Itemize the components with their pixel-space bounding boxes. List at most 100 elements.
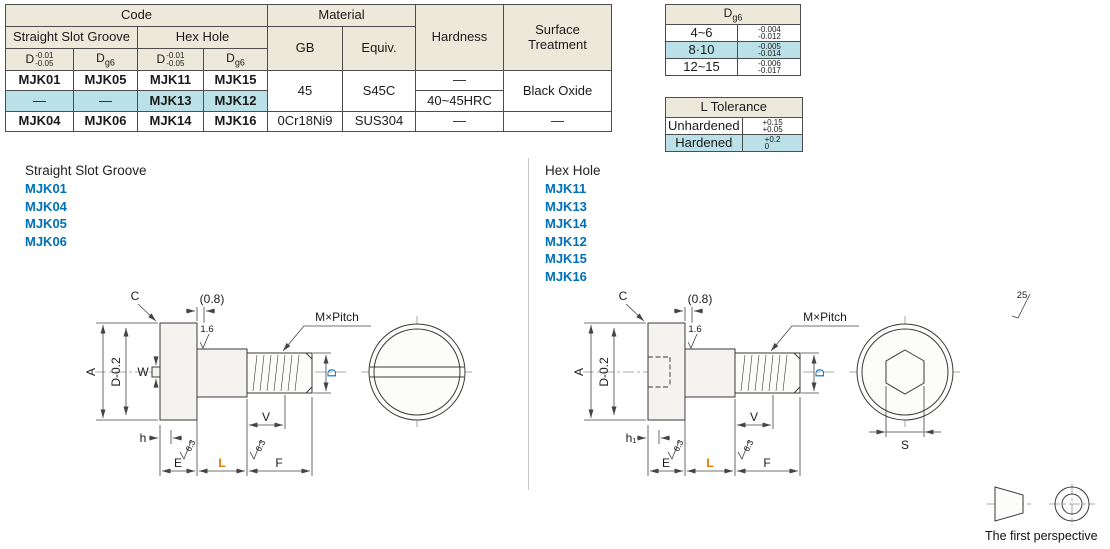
dim-f-label: F	[275, 456, 282, 470]
dim-a-label: A	[84, 368, 98, 376]
surface-treatment-header: Surface Treatment	[503, 4, 612, 71]
dim-v-label: V	[262, 410, 270, 424]
equiv-cell: SUS304	[342, 111, 416, 132]
roughness-63-label: 6.3	[253, 438, 268, 453]
code-item: MJK04	[25, 198, 67, 214]
equiv-cell: S45C	[342, 70, 416, 112]
size-cell: 8·10	[665, 41, 738, 59]
d-tolerance-header: D-0.01-0.05	[5, 48, 74, 71]
part-outline	[647, 322, 954, 421]
table-row: MJK04 MJK06 MJK14 MJK16 0Cr18Ni9 SUS304 …	[5, 111, 612, 132]
table-row: Unhardened +0.15+0.05	[665, 117, 803, 135]
table-row: Straight Slot Groove Hex Hole GB Equiv.	[5, 26, 612, 71]
dg6-table: Dg6 4~6 -0.004-0.012 8·10 -0.005-0.014 1…	[665, 4, 801, 76]
hex-socket	[885, 349, 925, 395]
dim-e-label: E	[174, 456, 182, 470]
dg6-header: Dg6	[203, 48, 268, 71]
code-item: MJK05	[25, 216, 67, 231]
code-item: MJK06	[25, 233, 67, 249]
code-cell: MJK04	[5, 111, 74, 132]
roughness-63-label: 6.3	[671, 438, 686, 453]
table-row: Code Material Hardness Surface Treatment	[5, 4, 612, 71]
dim-c-label: C	[131, 289, 140, 303]
dim-s-label: S	[901, 438, 909, 452]
dim-e-label: E	[662, 456, 670, 470]
roughness-16-label: 1.6	[200, 324, 213, 335]
end-view-circle	[368, 323, 466, 421]
angle-25-label: 25	[1017, 290, 1028, 301]
section-divider	[528, 158, 529, 490]
table-row: MJK01 MJK05 MJK11 MJK15 45 S45C — Black …	[5, 70, 612, 112]
table-row: L Tolerance	[665, 97, 803, 118]
code-cell: MJK16	[203, 111, 268, 132]
table-row: 12~15 -0.006-0.017	[665, 58, 801, 76]
roughness-63-label: 6.3	[741, 438, 756, 453]
dim-a-label: A	[572, 368, 586, 376]
tolerance-cell: +0.15+0.05	[741, 117, 803, 135]
code-cell: MJK01	[5, 70, 74, 91]
material-header: Material	[267, 4, 416, 27]
dimension-lines	[96, 303, 371, 476]
size-cell: 12~15	[665, 58, 738, 76]
dim-f-label: F	[763, 456, 770, 470]
table-row: 4~6 -0.004-0.012	[665, 24, 801, 42]
d-tolerance-header: D-0.01-0.05	[137, 48, 204, 71]
l-tolerance-table: L Tolerance Unhardened +0.15+0.05 Harden…	[665, 97, 803, 152]
dimension-lines	[584, 293, 1031, 476]
thread-hatch	[252, 354, 300, 392]
table-row: 8·10 -0.005-0.014	[665, 41, 801, 59]
dim-08-label: (0.8)	[200, 292, 225, 306]
code-cell: MJK13	[137, 90, 204, 112]
projection-circle-outer	[1054, 486, 1090, 522]
code-cell: MJK05	[73, 70, 138, 91]
gb-header: GB	[267, 26, 343, 71]
thread-spec-label: M×Pitch	[803, 310, 847, 324]
dim-h1-label: h₁	[626, 431, 637, 445]
left-drawing-title: Straight Slot Groove	[25, 163, 147, 178]
code-cell: MJK15	[203, 70, 268, 91]
tolerance-cell: -0.005-0.014	[737, 41, 801, 59]
hardness-cell: 40~45HRC	[415, 90, 504, 112]
code-cell: MJK14	[137, 111, 204, 132]
part-outline	[151, 322, 466, 421]
dim-w-label: W	[137, 365, 149, 379]
surface-cell: —	[503, 111, 612, 132]
dim-d-label: D	[325, 368, 339, 377]
code-item: MJK12	[545, 233, 587, 249]
right-code-list: MJK11 MJK13 MJK14 MJK12 MJK15 MJK16	[545, 180, 587, 285]
code-item: MJK13	[545, 198, 587, 214]
hex-hole-header: Hex Hole	[137, 26, 268, 49]
dim-d-label: D	[813, 368, 827, 377]
code-header: Code	[5, 4, 268, 27]
dim-h-label: h	[140, 431, 147, 445]
code-cell: —	[5, 90, 74, 112]
equiv-header: Equiv.	[342, 26, 416, 71]
code-cell: MJK11	[137, 70, 204, 91]
code-cell: MJK06	[73, 111, 138, 132]
spec-table: Code Material Hardness Surface Treatment…	[5, 4, 612, 132]
projection-circle-inner	[1061, 493, 1083, 515]
table-row: Dg6	[665, 4, 801, 25]
code-item: MJK14	[545, 216, 587, 231]
code-item: MJK16	[545, 268, 587, 284]
surface-cell: Black Oxide	[503, 70, 612, 112]
dim-c-label: C	[619, 289, 628, 303]
dim-l-label: L	[706, 456, 713, 470]
tolerance-cell: -0.006-0.017	[737, 58, 801, 76]
first-perspective-label: The first perspective	[985, 529, 1098, 543]
dim-d02-label: D-0.2	[597, 357, 611, 387]
straight-slot-drawing: C (0.8) 1.6 M×Pitch A D-0.2 W D V h 6.3 …	[84, 289, 473, 476]
l-tolerance-header: L Tolerance	[665, 97, 803, 118]
first-angle-projection-symbol	[987, 484, 1095, 525]
end-view-circle	[856, 323, 954, 421]
hardness-cell: —	[415, 111, 504, 132]
hardening-cell: Hardened	[665, 134, 743, 152]
dg6-header: Dg6	[73, 48, 138, 71]
code-item: MJK11	[545, 181, 587, 196]
code-item: MJK15	[545, 251, 587, 266]
hardening-cell: Unhardened	[665, 117, 743, 135]
thread-hatch	[740, 354, 788, 392]
